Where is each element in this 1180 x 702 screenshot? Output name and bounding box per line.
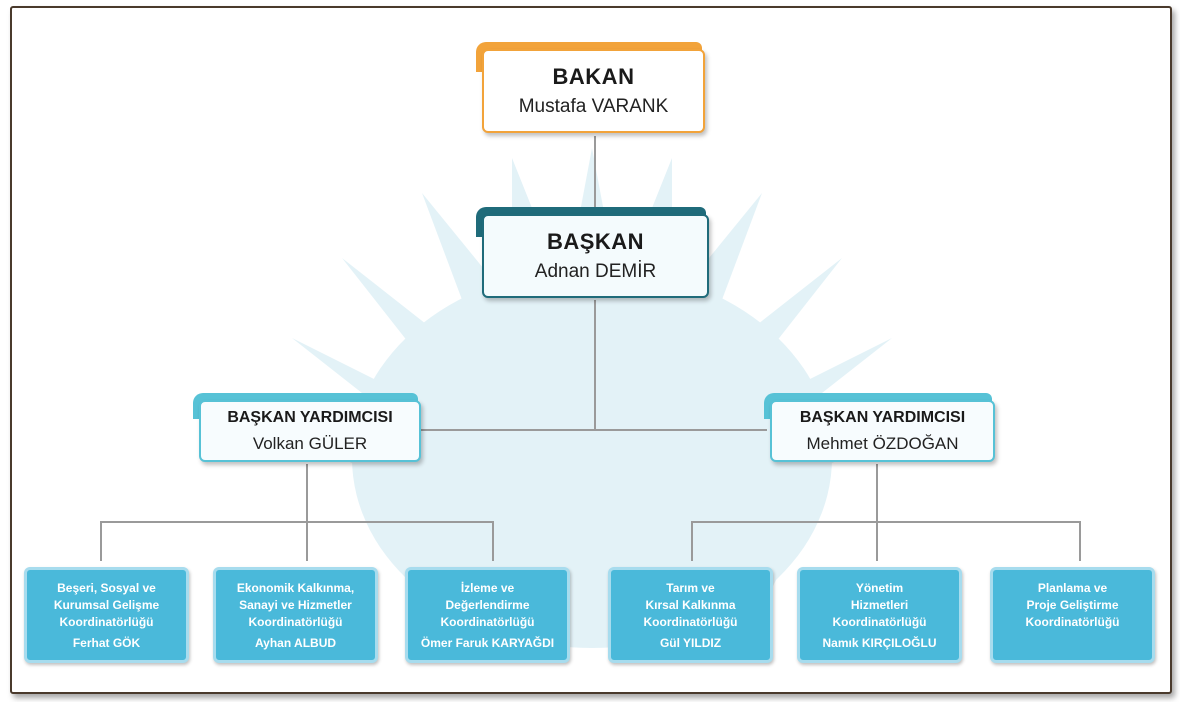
minister-title: BAKAN [552, 64, 635, 89]
coordinatorship-line: Koordinatörlüğü [248, 615, 343, 629]
coordinatorship-label: Yönetim Hizmetleri Koordinatörlüğü [804, 580, 955, 631]
president-box-card: BAŞKAN Adnan DEMİR [482, 214, 709, 298]
coordinatorship-line: İzleme ve [460, 581, 515, 595]
coordinatorship-head: Namık KIRÇILOĞLU [822, 636, 937, 650]
connector-left-branch [100, 521, 494, 561]
coordinatorship-line: Proje Geliştirme [1026, 598, 1119, 612]
coordinatorship-line: Koordinatörlüğü [1025, 615, 1120, 629]
coordinatorship-head: Ayhan ALBUD [254, 636, 337, 650]
connector-lines [100, 136, 1081, 561]
coordinatorship-line: Yönetim [855, 581, 904, 595]
coordinatorship-label: Ekonomik Kalkınma, Sanayi ve Hizmetler K… [220, 580, 371, 631]
coordinatorship-line: Hizmetleri [850, 598, 909, 612]
org-chart: BAKAN Mustafa VARANK BAŞKAN Adnan DEMİR … [10, 6, 1172, 694]
coordinatorship-line: Koordinatörlüğü [643, 615, 738, 629]
coordinatorship-line: Kurumsal Gelişme [53, 598, 160, 612]
coordinatorship-box-6: Planlama ve Proje Geliştirme Koordinatör… [990, 567, 1155, 663]
president-box: BAŞKAN Adnan DEMİR [476, 207, 709, 298]
vice-president-box-left: BAŞKAN YARDIMCISI Volkan GÜLER [193, 393, 421, 462]
coordinatorship-line: Tarım ve [666, 581, 715, 595]
vice-president-box-right: BAŞKAN YARDIMCISI Mehmet ÖZDOĞAN [764, 393, 995, 462]
coordinatorship-line: Ekonomik Kalkınma, [236, 581, 355, 595]
coordinatorship-box-4: Tarım ve Kırsal Kalkınma Koordinatörlüğü… [608, 567, 773, 663]
minister-box-card: BAKAN Mustafa VARANK [482, 49, 705, 133]
minister-box: BAKAN Mustafa VARANK [476, 42, 705, 133]
vice-president-title-left: BAŞKAN YARDIMCISI [227, 408, 393, 426]
coordinatorship-head: Gül YILDIZ [659, 636, 722, 650]
coordinatorship-line: Koordinatörlüğü [59, 615, 154, 629]
coordinatorship-label: İzleme ve Değerlendirme Koordinatörlüğü [412, 580, 563, 631]
coordinatorship-line: Koordinatörlüğü [832, 615, 927, 629]
coordinatorship-head: Ferhat GÖK [72, 636, 141, 650]
minister-name: Mustafa VARANK [518, 96, 669, 117]
coordinatorship-box-3: İzleme ve Değerlendirme Koordinatörlüğü … [405, 567, 570, 663]
coordinatorship-label: Beşeri, Sosyal ve Kurumsal Gelişme Koord… [31, 580, 182, 631]
coordinatorship-line: Değerlendirme [445, 598, 530, 612]
vice-president-name-left: Volkan GÜLER [252, 433, 368, 453]
coordinatorship-box-5: Yönetim Hizmetleri Koordinatörlüğü Namık… [797, 567, 962, 663]
coordinatorship-label: Tarım ve Kırsal Kalkınma Koordinatörlüğü [615, 580, 766, 631]
coordinatorship-line: Beşeri, Sosyal ve [57, 581, 156, 595]
coordinatorship-line: Koordinatörlüğü [440, 615, 535, 629]
coordinatorship-line: Sanayi ve Hizmetler [239, 598, 352, 612]
vice-president-card-right: BAŞKAN YARDIMCISI Mehmet ÖZDOĞAN [770, 400, 995, 462]
coordinatorship-head: Ömer Faruk KARYAĞDI [420, 636, 555, 650]
coordinatorship-line: Planlama ve [1037, 581, 1108, 595]
coordinatorship-line: Kırsal Kalkınma [645, 598, 736, 612]
president-title: BAŞKAN [546, 229, 645, 254]
vice-president-name-right: Mehmet ÖZDOĞAN [806, 433, 959, 453]
coordinatorship-label: Planlama ve Proje Geliştirme Koordinatör… [997, 580, 1148, 631]
coordinatorship-box-1: Beşeri, Sosyal ve Kurumsal Gelişme Koord… [24, 567, 189, 663]
coordinatorship-box-2: Ekonomik Kalkınma, Sanayi ve Hizmetler K… [213, 567, 378, 663]
president-name: Adnan DEMİR [534, 261, 657, 282]
vice-president-title-right: BAŞKAN YARDIMCISI [799, 408, 966, 426]
vice-president-card-left: BAŞKAN YARDIMCISI Volkan GÜLER [199, 400, 421, 462]
connector-right-branch [691, 521, 1081, 561]
